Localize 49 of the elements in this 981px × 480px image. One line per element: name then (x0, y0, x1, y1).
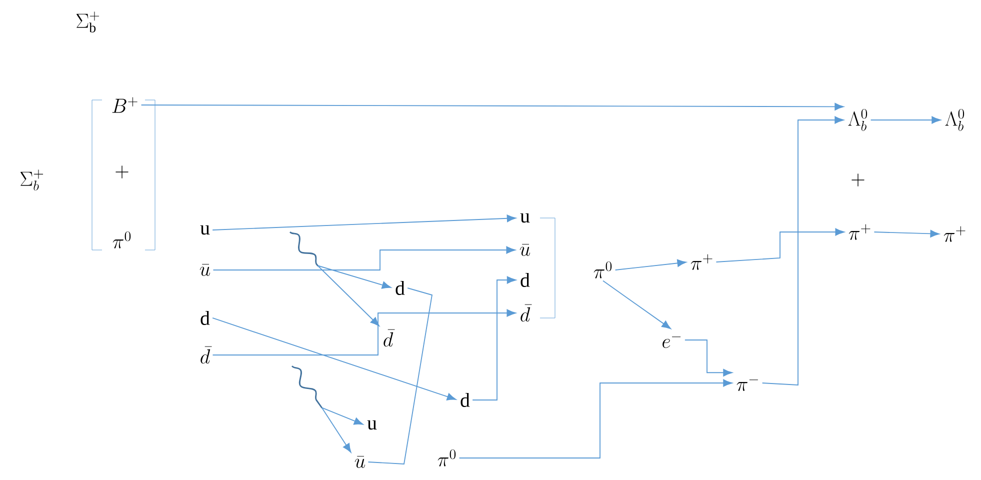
particle-symbol: $\bar{d}$ (520, 304, 532, 322)
arrow (212, 318, 456, 400)
particle-symbol: $\mathrm{u}$ (200, 225, 210, 235)
particle-symbol: $\mathrm{d}$ (200, 310, 210, 325)
particle-symbol: $e^{-}$ (662, 336, 681, 348)
arrow (874, 230, 940, 238)
arrow (870, 116, 941, 124)
particle-symbol: $\mathrm{d}$ (520, 273, 530, 287)
arrow (458, 379, 732, 458)
particle-symbol: $\bar{u}$ (200, 264, 210, 276)
particle-symbol: $\mathrm{u}$ (520, 213, 530, 223)
particle-symbol: $\bar{u}$ (354, 456, 366, 468)
arrow (140, 102, 844, 110)
particle-symbol: $\Lambda_b^{0}$ (848, 109, 868, 131)
gluon-drawing (290, 231, 319, 266)
particle-symbol: $\mathrm{d}$ (460, 392, 470, 407)
particle-symbol: $\Sigma_{\mathrm{b}}^{+}$ (76, 12, 100, 32)
arrow (602, 280, 671, 330)
particle-symbol: $\Sigma_b^{+}$ (20, 170, 44, 191)
arrow (317, 265, 392, 289)
arrow (212, 214, 516, 230)
particle-symbol: $\pi^{-}$ (736, 380, 758, 391)
particle-symbol: $\bar{d}$ (200, 346, 212, 364)
arrow (762, 116, 844, 386)
particle-symbol: $\pi^{0}$ (112, 232, 131, 248)
particle-symbol: $\pi^{+}$ (944, 226, 966, 242)
particle-symbol: $\bar{d}$ (384, 329, 395, 347)
particle-symbol: $+$ (852, 174, 864, 186)
arrow (716, 228, 844, 262)
arrow (321, 407, 364, 425)
particle-symbol: $\pi^{0}$ (438, 450, 456, 466)
arrow (472, 276, 516, 400)
particle-symbol: $\pi^{+}$ (690, 254, 712, 270)
particle-symbol: $\pi^{0}$ (594, 262, 612, 278)
arrow (684, 340, 732, 376)
connector-line (368, 288, 433, 464)
particle-symbol: $B^{+}$ (112, 97, 138, 113)
particle-symbol: $\pi^{+}$ (848, 224, 870, 240)
arrow (317, 265, 380, 326)
arrow (212, 309, 516, 356)
arrow (614, 259, 686, 270)
particle-symbol: $+$ (116, 166, 128, 178)
particle-symbol: $\bar{u}$ (520, 244, 530, 256)
arrow (212, 246, 516, 270)
gluon-drawing (292, 365, 323, 408)
arrow (321, 407, 352, 453)
particle-symbol: $\mathrm{u}$ (367, 420, 377, 430)
particle-symbol: $\Lambda_b^{0}$ (945, 109, 964, 131)
particle-symbol: $\mathrm{d}$ (396, 281, 405, 295)
